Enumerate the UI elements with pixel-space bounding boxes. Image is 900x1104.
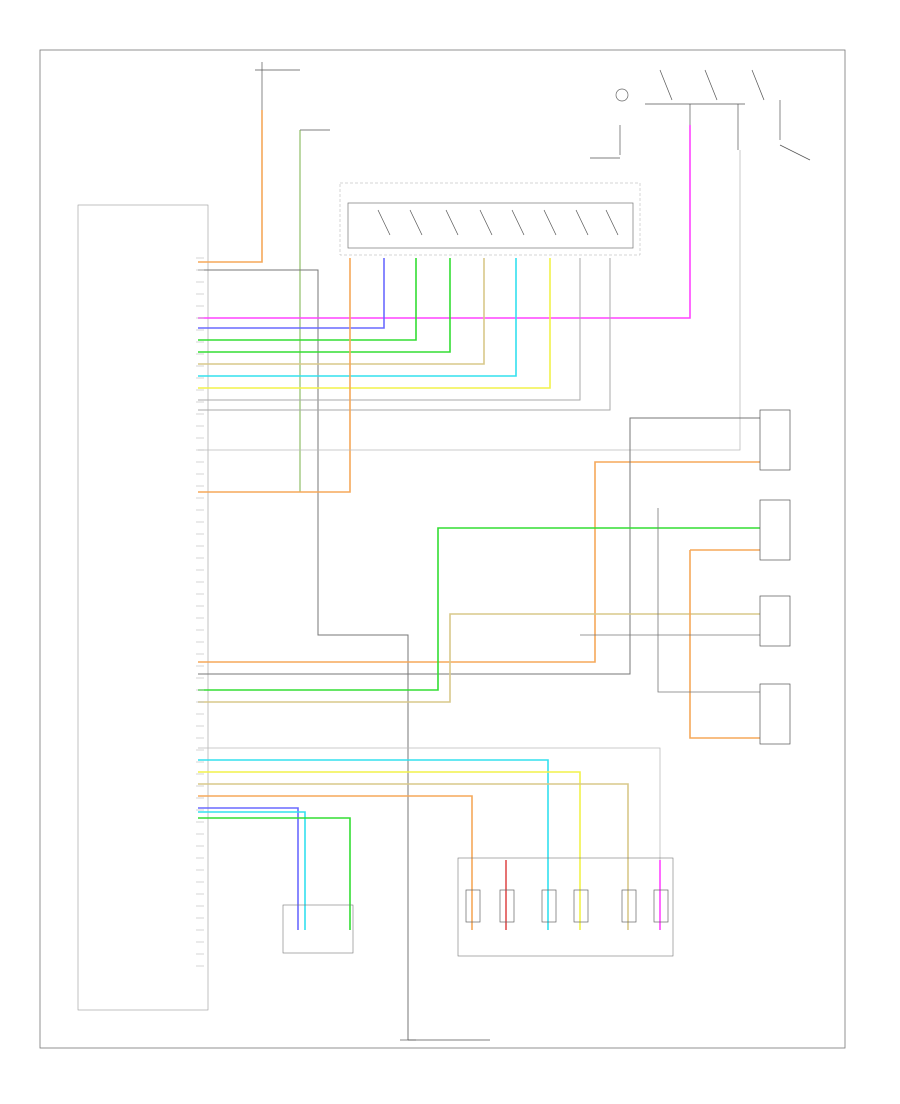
- switch-assembly-outer: [339, 182, 641, 256]
- wire-magenta: [198, 125, 691, 319]
- wire-feed-gray: [198, 269, 409, 1040]
- wire-motor-orange: [198, 795, 473, 930]
- seat-module-box: [77, 204, 209, 1011]
- wire-sensor-orange-1: [198, 461, 760, 663]
- wire-gray-3: [198, 150, 741, 451]
- wire-motor-gray: [198, 747, 661, 930]
- wire-green-1: [198, 258, 417, 341]
- power-switch-cluster: [619, 69, 811, 161]
- wire-cyan: [198, 258, 517, 377]
- switch-contacts: [377, 209, 619, 236]
- wire-orange-pwr: [198, 258, 351, 493]
- motor-assembly-box: [457, 857, 674, 957]
- module-pin-ticks: [196, 257, 204, 967]
- wire-motor-tan: [198, 783, 629, 930]
- position-sensors: [759, 409, 791, 745]
- motor-connectors: [465, 889, 669, 923]
- page-frame: [39, 49, 846, 1049]
- wire-power-orange: [198, 110, 263, 263]
- recline-motor-box: [282, 904, 354, 954]
- wire-gray-1: [198, 258, 581, 401]
- wire-sensor-orange-3: [689, 550, 760, 739]
- wire-motor-cyan-2: [198, 811, 306, 930]
- wire-motor-green: [198, 817, 351, 930]
- wire-tan: [198, 258, 485, 365]
- wire-yellow: [198, 258, 551, 389]
- wire-blue: [198, 258, 385, 329]
- battery-feed: [255, 62, 620, 159]
- wire-motor-blue: [198, 807, 299, 930]
- wire-sensor-gray-2: [657, 508, 760, 693]
- switch-assembly-box: [347, 202, 634, 249]
- wire-sensor-gray: [198, 417, 760, 675]
- wire-motor-cyan: [198, 759, 549, 930]
- wire-green-2: [198, 258, 451, 353]
- wire-sensor-green: [198, 527, 760, 691]
- lamp-icon: [615, 88, 629, 102]
- wire-gray-2: [198, 258, 611, 411]
- wire-motor-yellow: [198, 771, 581, 930]
- wire-sensor-tan: [198, 613, 760, 703]
